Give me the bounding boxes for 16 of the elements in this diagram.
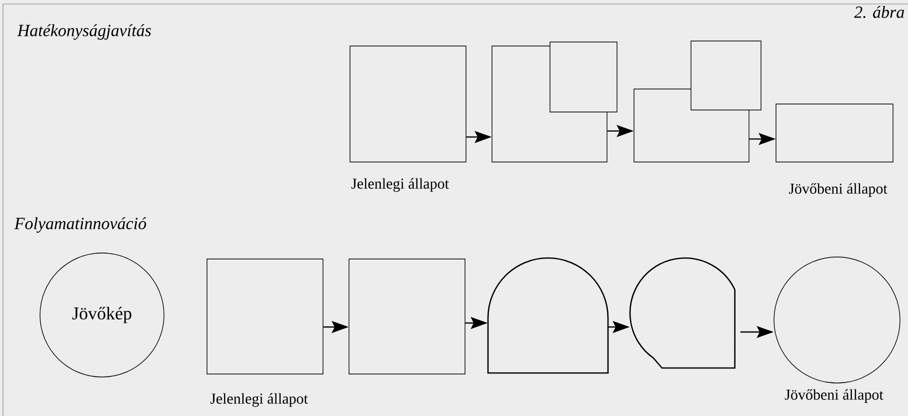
square-box: [350, 46, 466, 162]
stacked-boxes: [634, 40, 762, 162]
rounded-shape: [629, 257, 736, 369]
node-label: Jövőbeni állapot: [784, 389, 884, 403]
node-label: Jelenlegi állapot: [351, 178, 449, 192]
section-heading: Hatékonyságjavítás: [17, 24, 151, 40]
circle-shape: [774, 256, 900, 384]
node-label: Jövőbeni állapot: [788, 183, 888, 197]
section-heading: Folyamatinnováció: [14, 217, 146, 233]
stacked-boxes: [492, 42, 618, 162]
section-heading: 2. ábra: [854, 6, 904, 18]
node-label: Jelenlegi állapot: [210, 393, 308, 407]
square-box: [348, 258, 466, 374]
square-box: [206, 258, 324, 374]
circle-node: Jövőkép: [40, 252, 164, 378]
square-box: [776, 104, 894, 162]
